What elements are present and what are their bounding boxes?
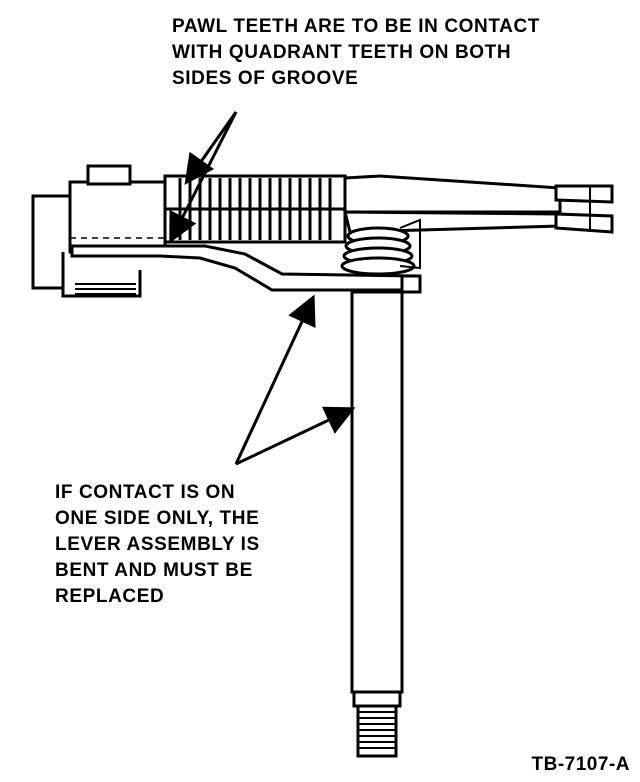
callout-line: WITH QUADRANT TEETH ON BOTH bbox=[172, 42, 512, 63]
figure-id-label: TB-7107-A bbox=[531, 754, 630, 775]
quadrant-tooth-lines bbox=[178, 178, 332, 240]
callout-line: SIDES OF GROOVE bbox=[172, 68, 359, 89]
housing-thread bbox=[75, 283, 136, 295]
callout-line: LEVER ASSEMBLY IS bbox=[55, 534, 260, 555]
bent-lever-callout: IF CONTACT IS ON ONE SIDE ONLY, THE LEVE… bbox=[55, 480, 260, 610]
callout-line: ONE SIDE ONLY, THE bbox=[55, 508, 260, 529]
top-leader-arrows bbox=[169, 111, 238, 244]
bottom-leader-arrows bbox=[234, 294, 356, 466]
callout-line: BENT AND MUST BE bbox=[55, 560, 253, 581]
housing-block bbox=[31, 164, 167, 298]
quadrant-teeth bbox=[163, 174, 347, 244]
callout-line: PAWL TEETH ARE TO BE IN CONTACT bbox=[172, 16, 540, 37]
spring-coil bbox=[340, 218, 421, 276]
lever-plate bbox=[70, 244, 422, 294]
shaft-thread bbox=[356, 704, 398, 758]
callout-line: IF CONTACT IS ON bbox=[55, 482, 236, 503]
pawl-contact-callout: PAWL TEETH ARE TO BE IN CONTACT WITH QUA… bbox=[172, 14, 540, 92]
vertical-shaft bbox=[350, 290, 404, 708]
callout-line: REPLACED bbox=[55, 586, 165, 607]
lever-arm bbox=[343, 174, 614, 234]
